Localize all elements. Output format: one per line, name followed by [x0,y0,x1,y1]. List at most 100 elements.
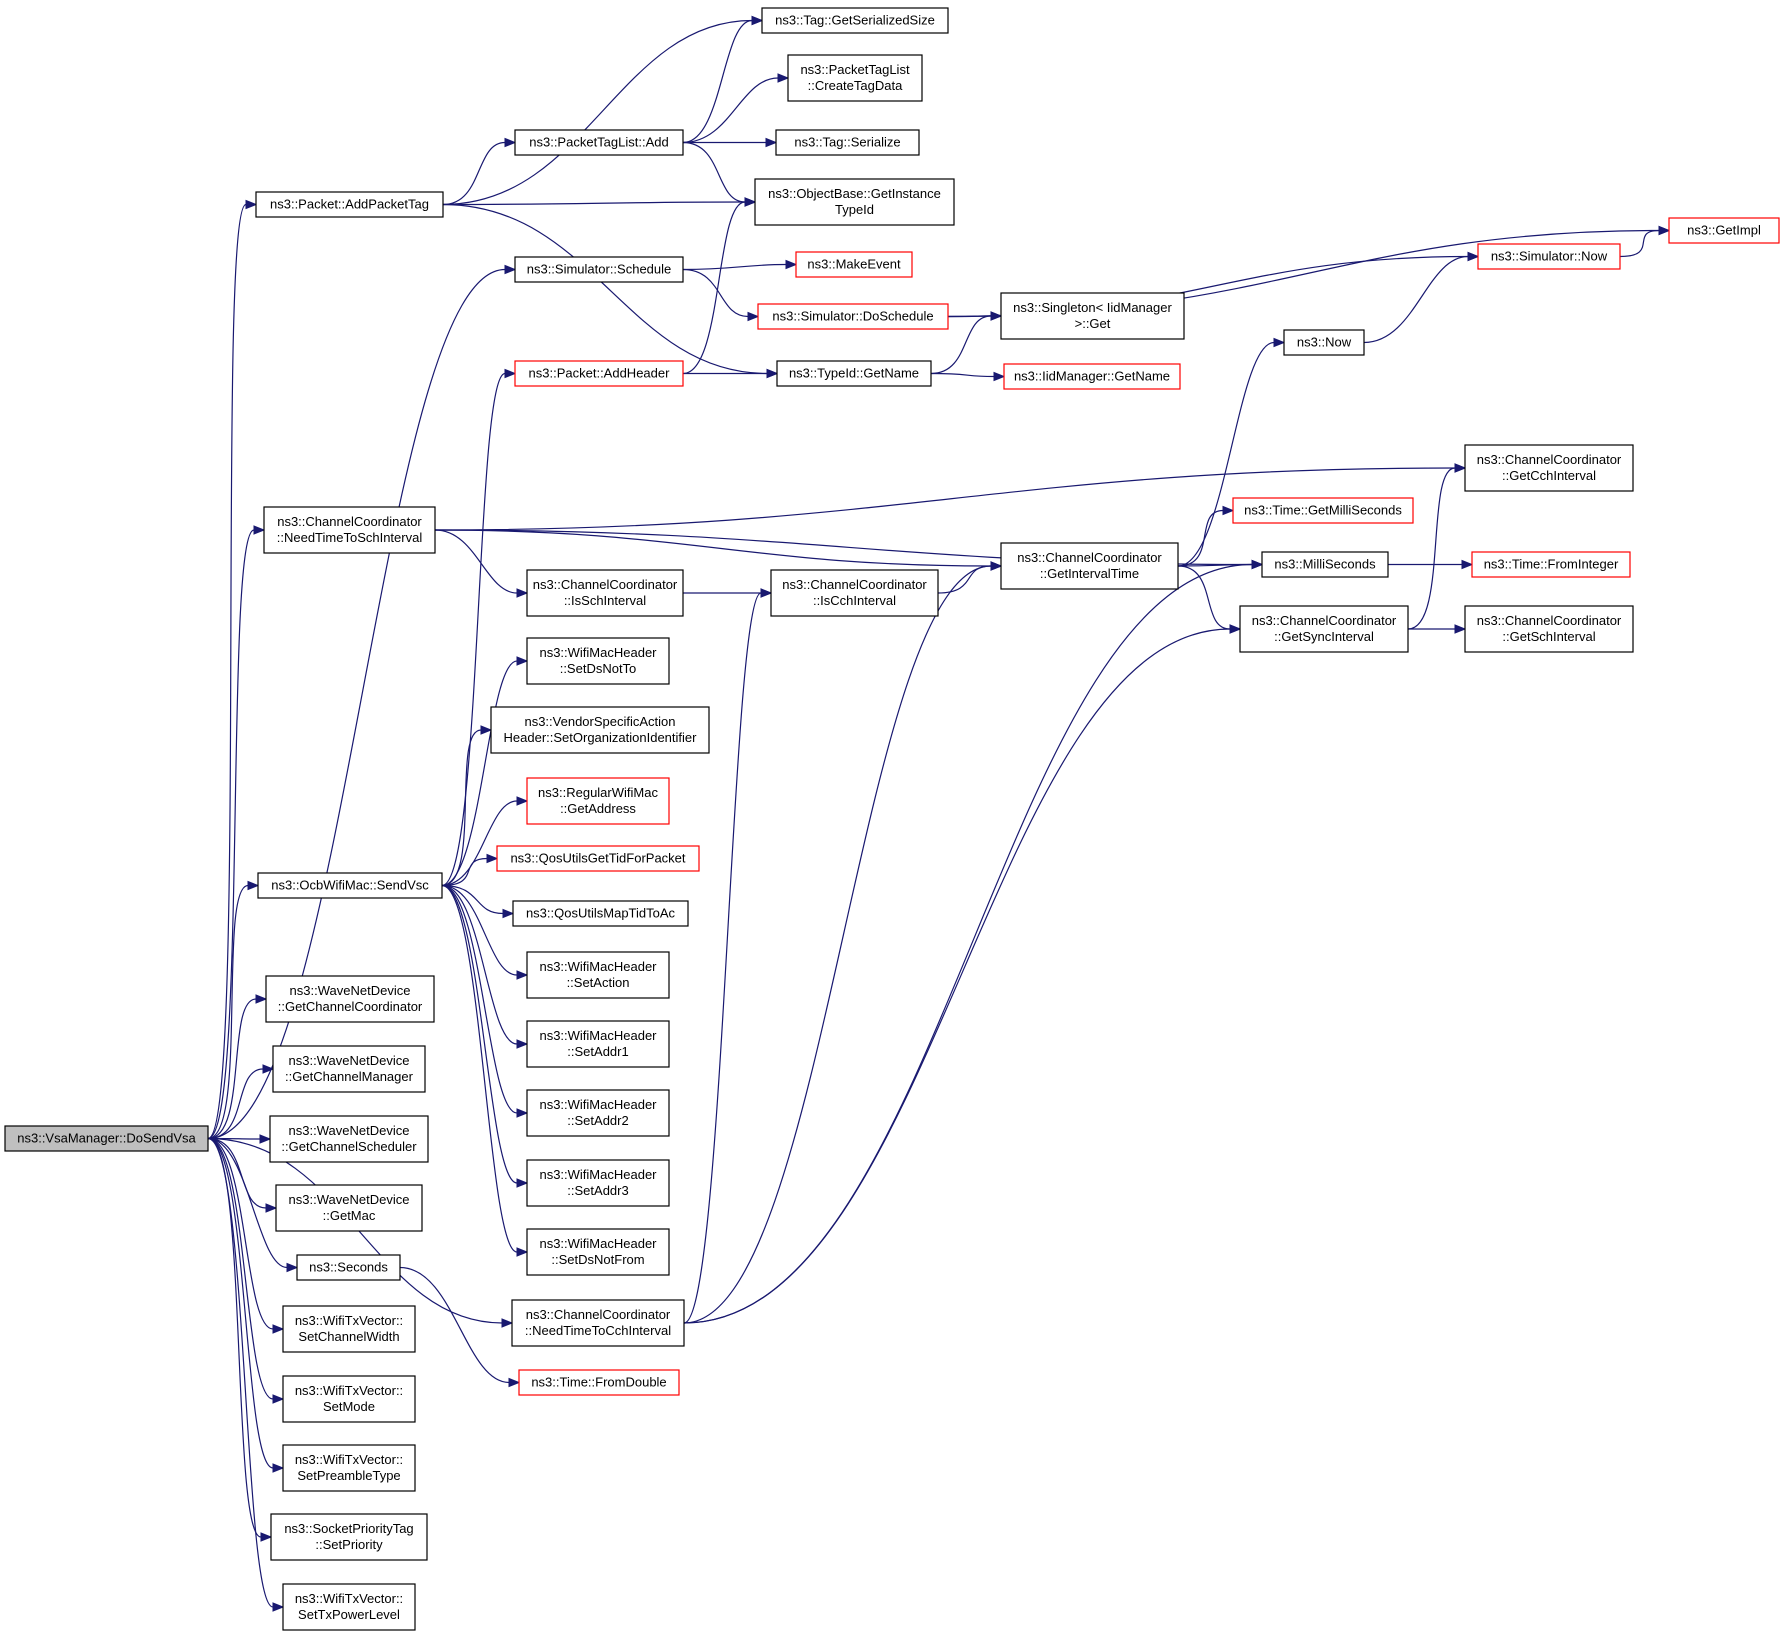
edge-line [441,857,488,887]
node-label: ns3::Time::FromDouble [531,1375,666,1390]
node-set-tx-power-level[interactable]: ns3::WifiTxVector::SetTxPowerLevel [282,1583,416,1631]
node-box [1464,444,1634,492]
node-get-interval-time[interactable]: ns3::ChannelCoordinator::GetIntervalTime [1000,542,1179,590]
node-set-addr3[interactable]: ns3::WifiMacHeader::SetAddr3 [526,1159,670,1207]
node-is-sch-interval[interactable]: ns3::ChannelCoordinator::IsSchInterval [526,569,684,617]
node-regular-wifi-mac-get-address[interactable]: ns3::RegularWifiMac::GetAddress [526,777,670,825]
node-set-addr1[interactable]: ns3::WifiMacHeader::SetAddr1 [526,1020,670,1068]
node-get-sync-interval[interactable]: ns3::ChannelCoordinator::GetSyncInterval [1239,605,1409,653]
node-box [275,1184,423,1232]
node-type-id-get-name[interactable]: ns3::TypeId::GetName [776,360,932,387]
node-seconds[interactable]: ns3::Seconds [296,1254,401,1281]
node-need-time-to-sch[interactable]: ns3::ChannelCoordinator::NeedTimeToSchIn… [263,506,436,554]
node-packet-tag-list-add[interactable]: ns3::PacketTagList::Add [514,129,684,156]
node-label: Header::SetOrganizationIdentifier [504,730,698,745]
edge-arrowhead [990,561,1003,571]
node-label: ::GetCchInterval [1502,468,1596,483]
edge-line [441,372,506,887]
node-label: ns3::WifiTxVector:: [295,1383,403,1398]
node-tag-get-serialized-size[interactable]: ns3::Tag::GetSerializedSize [761,7,949,34]
node-time-from-double[interactable]: ns3::Time::FromDouble [518,1369,680,1396]
node-box [770,569,939,617]
node-label: ::GetSchInterval [1502,629,1595,644]
node-label: ns3::Now [1297,335,1352,350]
edge-arrowhead [255,994,268,1004]
node-set-preamble-type[interactable]: ns3::WifiTxVector::SetPreambleType [282,1444,416,1492]
node-set-organization-identifier[interactable]: ns3::VendorSpecificActionHeader::SetOrga… [490,706,710,754]
node-is-cch-interval[interactable]: ns3::ChannelCoordinator::IsCchInterval [770,569,939,617]
edge-line [434,529,992,567]
edge-arrowhead [272,1394,285,1404]
node-simulator-now[interactable]: ns3::Simulator::Now [1477,243,1621,270]
node-label: ::GetChannelCoordinator [278,999,423,1014]
node-get-cch-interval[interactable]: ns3::ChannelCoordinator::GetCchInterval [1464,444,1634,492]
node-time-from-integer[interactable]: ns3::Time::FromInteger [1471,551,1631,578]
node-make-event[interactable]: ns3::MakeEvent [795,251,913,278]
node-simulator-schedule[interactable]: ns3::Simulator::Schedule [514,256,684,283]
node-label: ns3::ChannelCoordinator [1477,452,1622,467]
node-get-channel-manager[interactable]: ns3::WaveNetDevice::GetChannelManager [272,1045,426,1093]
node-label: ::SetDsNotTo [560,661,637,676]
node-now[interactable]: ns3::Now [1283,329,1365,356]
node-box [526,777,670,825]
node-get-sch-interval[interactable]: ns3::ChannelCoordinator::GetSchInterval [1464,605,1634,653]
node-get-channel-scheduler[interactable]: ns3::WaveNetDevice::GetChannelScheduler [269,1115,429,1163]
node-label: ns3::ChannelCoordinator [1477,613,1622,628]
node-label: ns3::SocketPriorityTag [284,1521,413,1536]
node-set-ds-not-from[interactable]: ns3::WifiMacHeader::SetDsNotFrom [526,1228,670,1276]
node-set-ds-not-to[interactable]: ns3::WifiMacHeader::SetDsNotTo [526,637,670,685]
node-box [776,360,932,387]
node-label: ns3::IidManager::GetName [1014,369,1170,384]
edge-send-vsc-to-set-addr1 [441,884,529,1049]
edge-line [1363,255,1469,344]
edge-arrowhead [516,1108,529,1118]
node-get-mac[interactable]: ns3::WaveNetDevice::GetMac [275,1184,423,1232]
node-need-time-to-cch[interactable]: ns3::ChannelCoordinator::NeedTimeToCchIn… [511,1299,685,1347]
node-do-send-vsa[interactable]: ns3::VsaManager::DoSendVsa [4,1125,209,1152]
node-label: ns3::WaveNetDevice [289,1123,410,1138]
node-qos-utils-map-tid[interactable]: ns3::QosUtilsMapTidToAc [512,900,689,927]
node-box [1464,605,1634,653]
node-milli-seconds[interactable]: ns3::MilliSeconds [1261,551,1389,578]
edge-arrowhead [508,1377,521,1388]
node-packet-add-header[interactable]: ns3::Packet::AddHeader [514,360,684,387]
edge-arrowhead [504,264,517,275]
node-add-packet-tag[interactable]: ns3::Packet::AddPacketTag [255,191,444,218]
node-set-action[interactable]: ns3::WifiMacHeader::SetAction [526,951,670,999]
node-set-priority[interactable]: ns3::SocketPriorityTag::SetPriority [270,1513,428,1561]
node-get-channel-coordinator[interactable]: ns3::WaveNetDevice::GetChannelCoordinato… [265,975,435,1023]
node-label: ::SetPriority [315,1537,383,1552]
edge-arrowhead [516,796,529,806]
node-set-addr2[interactable]: ns3::WifiMacHeader::SetAddr2 [526,1089,670,1137]
node-label: ns3::ChannelCoordinator [1252,613,1397,628]
node-label: ns3::Time::FromInteger [1484,557,1619,572]
node-get-impl[interactable]: ns3::GetImpl [1668,217,1780,244]
edge-arrowhead [993,371,1006,382]
edge-line [434,529,518,594]
edge-line [683,628,1231,1324]
node-create-tag-data[interactable]: ns3::PacketTagList::CreateTagData [787,54,923,102]
node-box [526,1089,670,1137]
node-set-mode[interactable]: ns3::WifiTxVector::SetMode [282,1375,416,1423]
edge-arrowhead [504,137,517,148]
node-box [526,1228,670,1276]
edge-type-id-get-name-to-singleton-get [930,311,1003,375]
node-label: ns3::ChannelCoordinator [526,1307,671,1322]
node-send-vsc[interactable]: ns3::OcbWifiMac::SendVsc [257,872,443,899]
edge-send-vsc-to-packet-add-header [441,368,517,887]
node-qos-utils-get-tid[interactable]: ns3::QosUtilsGetTidForPacket [496,845,700,872]
node-tag-serialize[interactable]: ns3::Tag::Serialize [775,129,920,156]
edge-line [207,884,249,1140]
edge-line [207,1068,264,1140]
node-singleton-get[interactable]: ns3::Singleton< IidManager>::Get [1000,292,1185,340]
node-set-channel-width[interactable]: ns3::WifiTxVector::SetChannelWidth [282,1305,416,1353]
node-time-get-milli-seconds[interactable]: ns3::Time::GetMilliSeconds [1232,497,1414,524]
node-iid-manager-get-name[interactable]: ns3::IidManager::GetName [1003,363,1181,390]
node-box [511,1299,685,1347]
edge-arrowhead [501,1318,514,1328]
node-simulator-do-schedule[interactable]: ns3::Simulator::DoSchedule [757,303,949,330]
node-box [282,1375,416,1423]
edge-line [207,1137,274,1400]
